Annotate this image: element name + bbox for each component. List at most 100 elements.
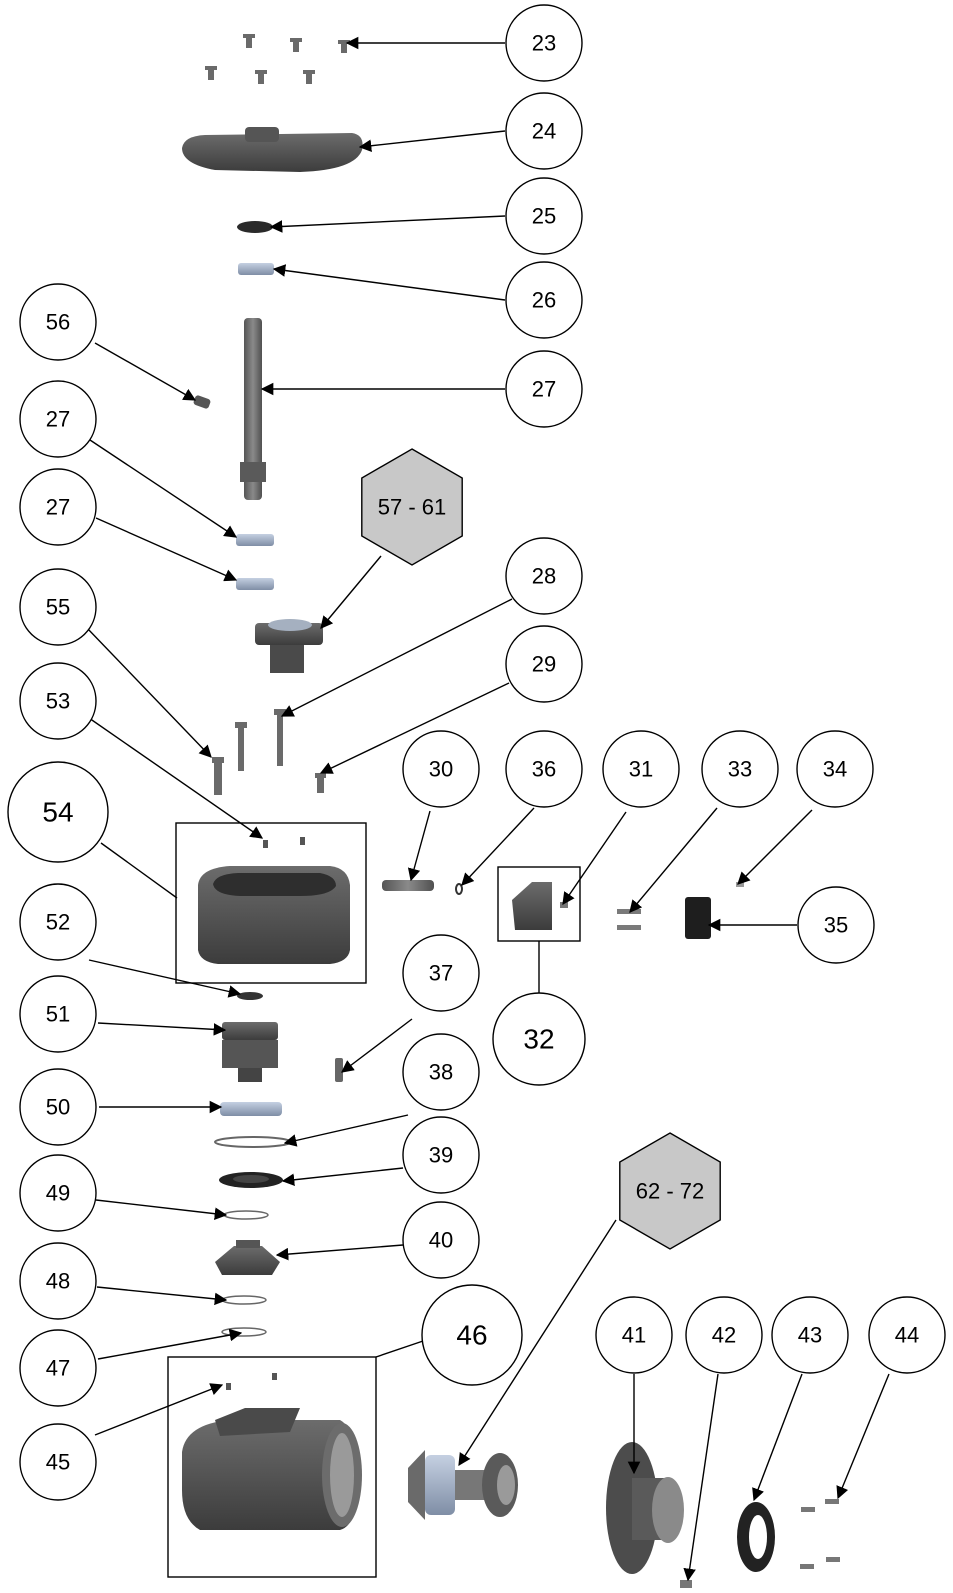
callout-c51: 51 [19, 975, 97, 1053]
part-pin-42 [680, 1580, 692, 1588]
callout-c25: 25 [505, 177, 583, 255]
callout-c38: 38 [402, 1033, 480, 1111]
callout-label: 36 [532, 757, 556, 782]
callout-c24: 24 [505, 92, 583, 170]
callout-label: 27 [46, 407, 70, 432]
hexagon-shape [619, 1132, 721, 1250]
part-shim-49 [223, 1210, 269, 1220]
callout-label: 50 [46, 1095, 70, 1120]
part-gear-51 [222, 1022, 278, 1082]
callout-c40: 40 [402, 1201, 480, 1279]
callout-label: 30 [429, 757, 453, 782]
callout-circle [19, 468, 97, 546]
callout-label: 28 [532, 564, 556, 589]
callout-circle [402, 1033, 480, 1111]
part-housing-46 [182, 1373, 362, 1530]
subassembly-label: 57 - 61 [378, 495, 447, 520]
callout-c50: 50 [19, 1068, 97, 1146]
callout-c23: 23 [505, 4, 583, 82]
callout-label: 25 [532, 204, 556, 229]
callout-label: 52 [46, 910, 70, 935]
part-cover-plate-24 [182, 127, 363, 172]
callout-label: 47 [46, 1356, 70, 1381]
callout-circle [7, 761, 109, 863]
callout-c44: 44 [868, 1296, 946, 1374]
callout-c36: 36 [505, 730, 583, 808]
callout-label: 46 [456, 1320, 487, 1351]
callout-label: 53 [46, 689, 70, 714]
callout-c49: 49 [19, 1154, 97, 1232]
callout-circle [602, 730, 680, 808]
callout-circle [19, 662, 97, 740]
callout-label: 42 [712, 1323, 736, 1348]
callout-c26: 26 [505, 261, 583, 339]
callout-circle [421, 1284, 523, 1386]
callout-label: 43 [798, 1323, 822, 1348]
callout-circle [505, 4, 583, 82]
callout-label: 34 [823, 757, 847, 782]
leader-lines [86, 36, 890, 1582]
callout-circle [19, 1242, 97, 1320]
callout-label: 26 [532, 288, 556, 313]
part-bearing-27c [236, 578, 274, 590]
part-ring-36 [455, 883, 463, 895]
callout-c30: 30 [402, 730, 480, 808]
callout-c33: 33 [701, 730, 779, 808]
part-block-32 [512, 882, 568, 930]
callout-label: 41 [622, 1323, 646, 1348]
callout-c27c: 27 [19, 468, 97, 546]
callout-label: 54 [42, 797, 73, 828]
callout-circle [797, 886, 875, 964]
callout-circle [505, 537, 583, 615]
subassembly-h2: 62 - 72 [619, 1132, 721, 1250]
callout-circle [402, 934, 480, 1012]
callout-circle [771, 1296, 849, 1374]
callout-label: 23 [532, 31, 556, 56]
part-circlip-38 [214, 1136, 292, 1148]
callout-circle [19, 883, 97, 961]
part-shaft-27 [240, 318, 266, 500]
callout-c27a: 27 [505, 350, 583, 428]
part-screws-23 [205, 34, 350, 84]
callout-c45: 45 [19, 1423, 97, 1501]
part-bevel-gear-40 [215, 1240, 280, 1275]
callout-c31: 31 [602, 730, 680, 808]
callout-label: 55 [46, 595, 70, 620]
callout-circle [868, 1296, 946, 1374]
callout-label: 48 [46, 1269, 70, 1294]
callout-circle [19, 1329, 97, 1407]
part-pin-56 [193, 395, 211, 409]
callout-c52: 52 [19, 883, 97, 961]
part-pinion-62-72 [408, 1450, 518, 1520]
subassembly-callouts: 57 - 61 62 - 72 [361, 448, 721, 1250]
callout-label: 29 [532, 652, 556, 677]
callout-label: 35 [824, 913, 848, 938]
part-cover-35 [685, 882, 744, 939]
callout-label: 40 [429, 1228, 453, 1253]
part-washer-52 [237, 992, 263, 1000]
part-bearing-27b [236, 534, 274, 546]
part-pin-30 [382, 880, 434, 891]
part-screws-33 [617, 909, 641, 930]
callout-circle [701, 730, 779, 808]
callout-c54: 54 [7, 761, 109, 863]
callout-circle [505, 625, 583, 703]
part-bolts-53-55-28 [212, 709, 326, 795]
callout-c35: 35 [797, 886, 875, 964]
callout-label: 45 [46, 1450, 70, 1475]
callout-circle [19, 975, 97, 1053]
callout-label: 27 [532, 377, 556, 402]
callout-c47: 47 [19, 1329, 97, 1407]
part-shim-47 [221, 1327, 267, 1337]
callout-circle [505, 350, 583, 428]
callout-circle [402, 730, 480, 808]
part-screws-44 [800, 1499, 840, 1569]
part-bearing-26 [238, 263, 274, 275]
callout-c41: 41 [595, 1296, 673, 1374]
callout-label: 38 [429, 1060, 453, 1085]
callout-circle [402, 1116, 480, 1194]
callout-circle [595, 1296, 673, 1374]
hexagon-shape [361, 448, 463, 566]
callout-c46: 46 [421, 1284, 523, 1386]
